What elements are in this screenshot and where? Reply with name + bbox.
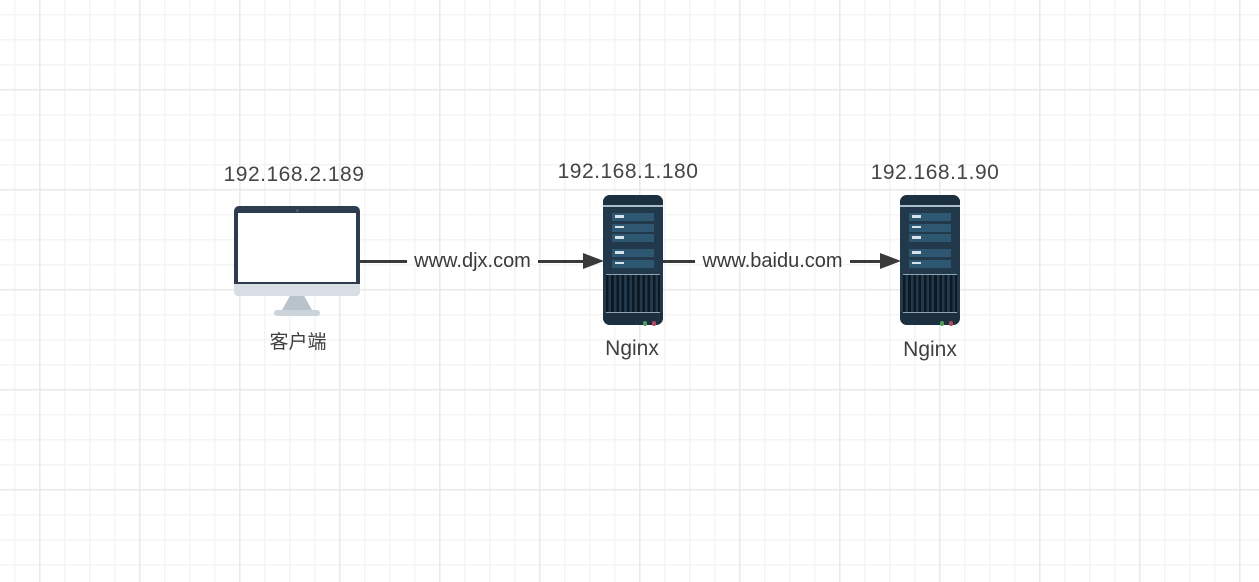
bay-light <box>615 251 624 254</box>
edge-line <box>849 259 882 263</box>
bay-light <box>912 251 921 254</box>
edge-client-to-nginx1[interactable]: www.djx.com <box>360 247 604 275</box>
drive-bay <box>909 223 951 232</box>
edge-label[interactable]: www.baidu.com <box>702 249 843 272</box>
server-vent <box>903 274 957 313</box>
arrowhead-icon <box>880 253 901 269</box>
monitor-bezel <box>234 206 360 284</box>
server-icon <box>900 195 960 205</box>
nginx2-ip-label[interactable]: 192.168.1.90 <box>870 161 1000 184</box>
edge-nginx1-to-nginx2[interactable]: www.baidu.com <box>663 247 901 275</box>
bay-light <box>912 261 921 264</box>
server-divider <box>603 205 663 207</box>
nginx2-name-label[interactable]: Nginx <box>903 338 957 361</box>
server-base <box>603 313 663 326</box>
nginx1-node[interactable] <box>603 195 663 326</box>
drive-bay <box>909 249 951 257</box>
drive-bay <box>612 259 654 268</box>
bay-light <box>615 225 624 228</box>
led-green-icon <box>642 321 647 326</box>
led-green-icon <box>939 321 944 326</box>
drive-bay <box>612 223 654 232</box>
edge-line <box>663 259 696 263</box>
monitor-chin <box>234 284 360 296</box>
server-drive-bays <box>900 207 960 270</box>
server-drive-bays <box>603 207 663 270</box>
drive-bay <box>909 234 951 242</box>
monitor-camera-dot <box>295 208 299 212</box>
bay-light <box>615 215 624 218</box>
server-base <box>900 313 960 326</box>
client-node[interactable] <box>234 206 360 316</box>
nginx2-node[interactable] <box>900 195 960 326</box>
led-red-icon <box>948 321 953 326</box>
bay-light <box>912 236 921 239</box>
bay-light <box>912 215 921 218</box>
server-vent <box>606 274 660 313</box>
client-ip-label[interactable]: 192.168.2.189 <box>223 163 365 186</box>
nginx1-ip-label[interactable]: 192.168.1.180 <box>557 160 699 183</box>
drive-bay <box>612 213 654 221</box>
edge-line <box>537 259 586 263</box>
drive-bay <box>612 234 654 242</box>
arrowhead-icon <box>583 253 604 269</box>
monitor-stand-base <box>274 310 320 316</box>
drive-bay <box>612 249 654 257</box>
monitor-stand-neck <box>282 296 312 310</box>
bay-light <box>615 261 624 264</box>
server-icon <box>603 195 663 205</box>
monitor-icon <box>234 206 360 316</box>
edge-label[interactable]: www.djx.com <box>414 249 531 272</box>
client-name-label[interactable]: 客户端 <box>269 332 327 353</box>
server-divider <box>900 205 960 207</box>
bay-light <box>912 225 921 228</box>
bay-light <box>615 236 624 239</box>
edge-line <box>360 259 408 263</box>
led-red-icon <box>651 321 656 326</box>
monitor-screen <box>238 213 356 282</box>
drive-bay <box>909 213 951 221</box>
nginx1-name-label[interactable]: Nginx <box>605 337 659 360</box>
drive-bay <box>909 259 951 268</box>
